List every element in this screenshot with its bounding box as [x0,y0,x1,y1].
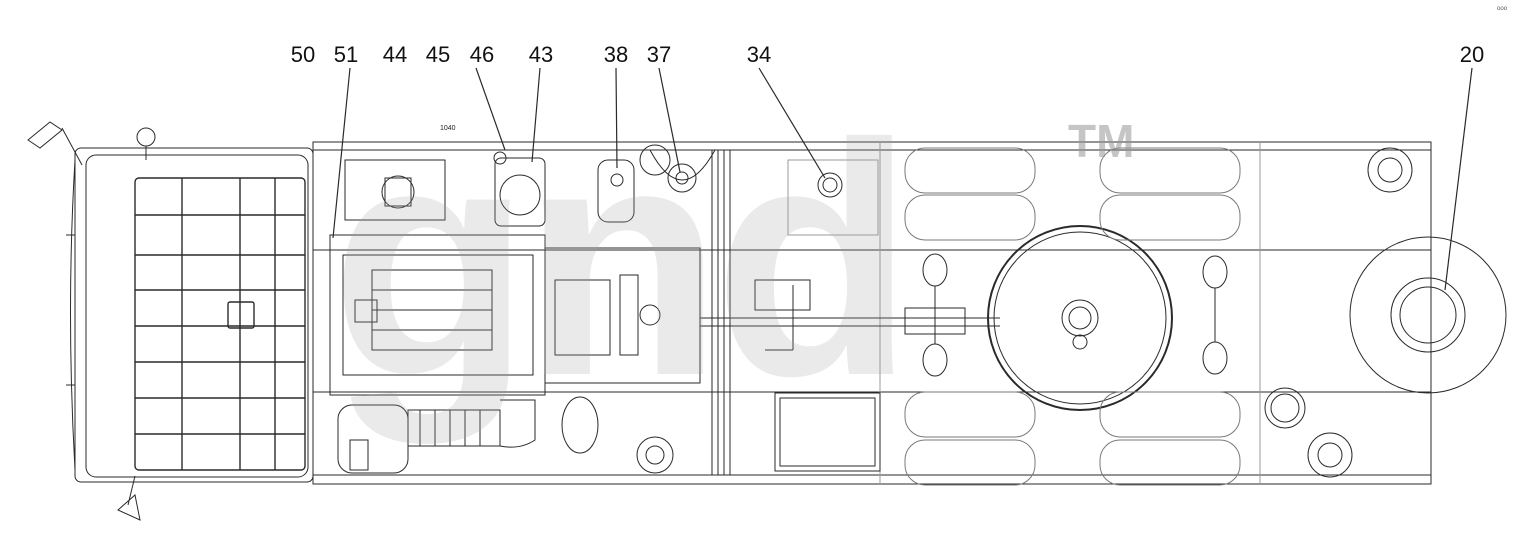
leader-lines [332,67,1473,291]
component-20-disc [1349,236,1507,394]
dimension-note: 1040 [440,125,456,132]
rear-axle-hubs [922,253,1228,377]
air-receiver-lower [561,396,674,474]
roof-beacon [136,127,156,160]
radiator-lower [407,399,536,448]
callout-37: 37 [646,42,672,67]
callout-20: 20 [1459,42,1485,67]
access-panel [774,392,881,472]
callout-43: 43 [528,42,554,67]
callout-46: 46 [469,42,495,67]
watermark-trademark: TM [1068,115,1135,167]
frame-outline [312,141,1432,485]
corner-mark: ᵒᵒᵒ [1497,4,1508,14]
callout-34: 34 [746,42,772,67]
callout-50: 50 [290,42,316,67]
callout-44: 44 [382,42,408,67]
mirror-top [27,121,83,166]
mirror-bottom [117,475,141,521]
component-34-cap [787,159,879,236]
component-38-tank [597,159,635,223]
callout-45: 45 [425,42,451,67]
callout-51: 51 [333,42,359,67]
component-37-filter [649,149,716,193]
callout-38: 38 [603,42,629,67]
gearbox [544,247,701,384]
watermark-text: gnd [330,75,915,444]
turntable-ring [987,225,1173,411]
cab-outline [66,147,314,483]
rear-wheels [904,147,1241,486]
battery-box [344,159,446,221]
component-43-unit [493,151,546,227]
outrigger-pads [639,144,1413,478]
roof-rack-grid [134,177,306,471]
brake-lines [711,150,794,475]
